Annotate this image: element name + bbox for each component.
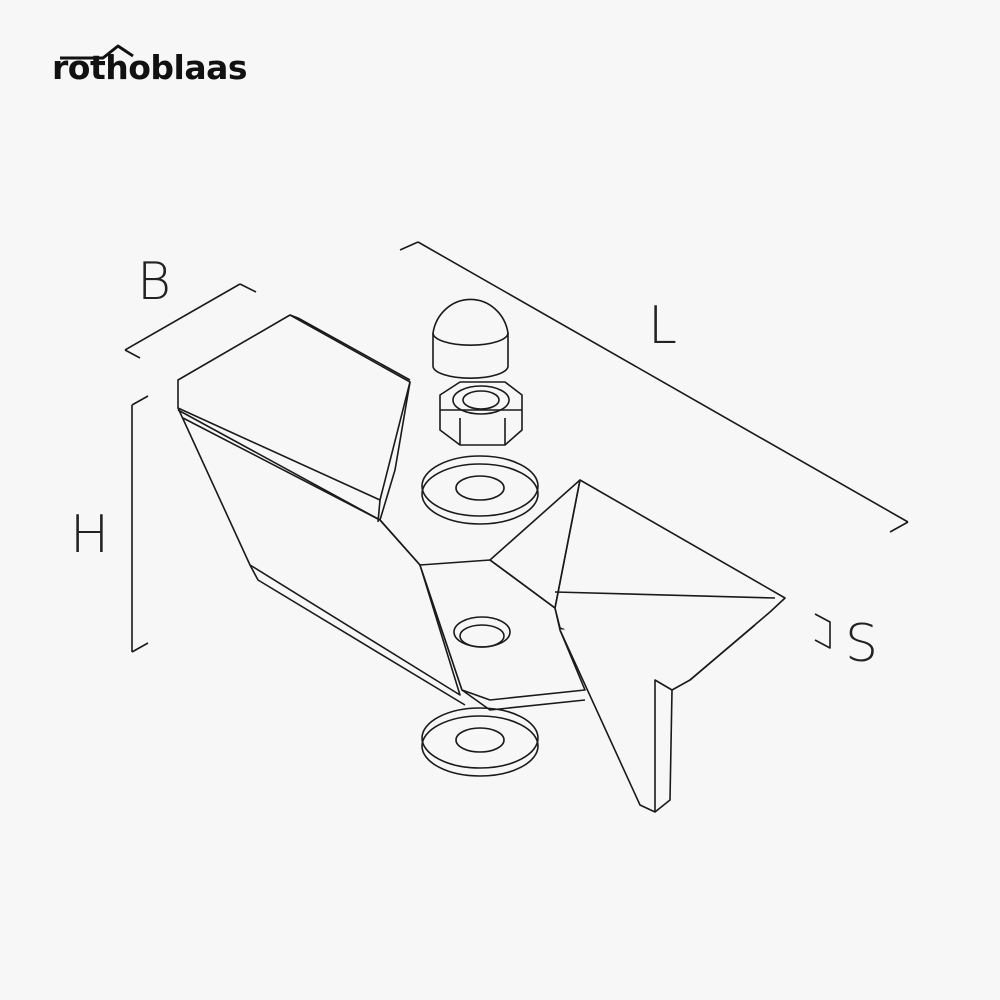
dimension-h	[131, 395, 149, 653]
label-h: H	[70, 505, 110, 565]
label-l: L	[648, 296, 677, 356]
label-b: B	[137, 252, 172, 312]
dome-cap	[432, 298, 509, 379]
dimension-b	[124, 283, 257, 359]
left-wing	[177, 314, 586, 711]
label-s: S	[845, 614, 879, 674]
bottom-washer	[421, 707, 539, 777]
right-wing	[554, 479, 786, 813]
hex-nut	[439, 381, 523, 446]
dimension-s	[814, 613, 831, 649]
dimension-l	[399, 241, 909, 533]
logo-roof-icon	[60, 44, 134, 60]
brand-logo: rothoblaas	[52, 48, 248, 87]
top-washer	[421, 455, 539, 525]
base-plate	[419, 479, 586, 701]
